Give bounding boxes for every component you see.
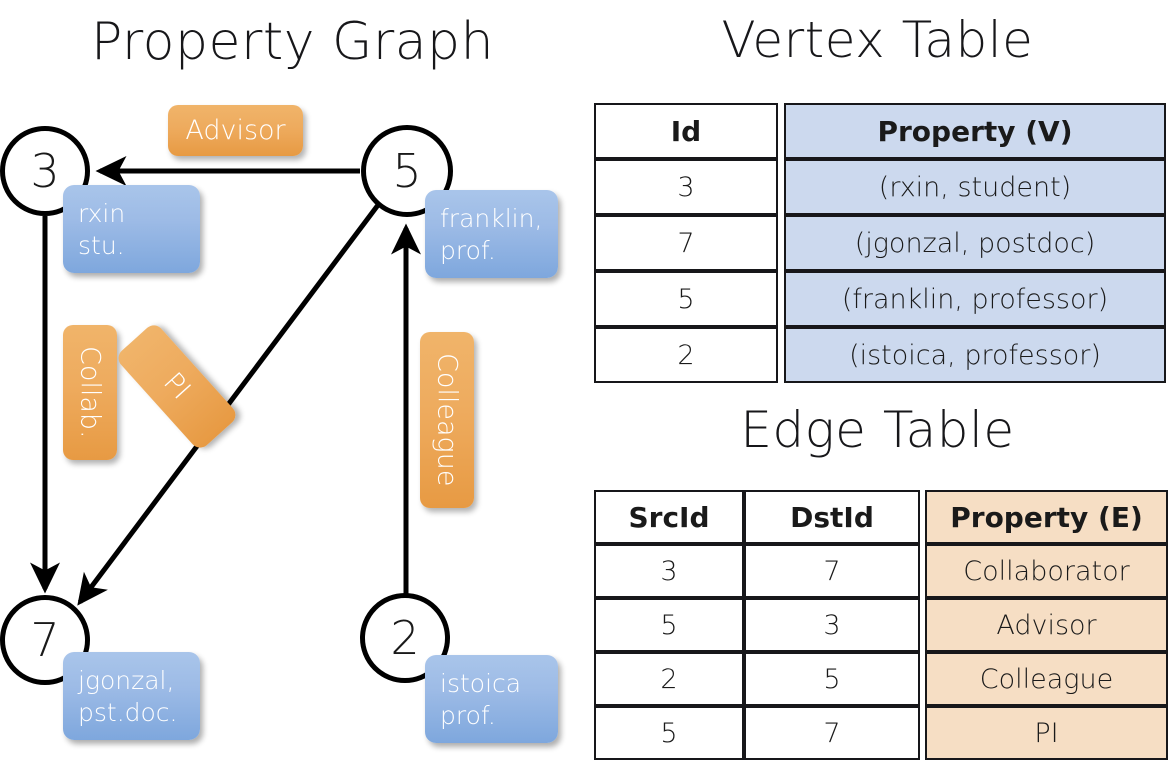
graph-node-3-label: 3: [30, 144, 60, 198]
vertex-table-cell-property: (franklin, professor): [784, 271, 1166, 327]
table-row: 5 (franklin, professor): [594, 271, 1166, 327]
table-row: 2 (istoica, professor): [594, 327, 1166, 383]
table-column-gap: [778, 103, 784, 159]
vertex-table-cell-property: (jgonzal, postdoc): [784, 215, 1166, 271]
graph-node-2[interactable]: 2: [360, 593, 450, 683]
edge-table-cell-property: Collaborator: [925, 544, 1168, 598]
vertex-table: Id Property (V) 3 (rxin, student) 7 (jgo…: [594, 103, 1166, 383]
vertex-table-cell-id: 3: [594, 159, 778, 215]
edge-table-cell-dstid: 5: [744, 652, 920, 706]
vertex-property-box-7: jgonzal, pst.doc.: [63, 652, 200, 740]
edge-table-header-dstid: DstId: [744, 490, 920, 544]
edge-label-collab: Collab.: [63, 325, 117, 460]
table-row: 5 7 PI: [594, 706, 1168, 760]
edge-table-cell-property: PI: [925, 706, 1168, 760]
vertex-table-header-property: Property (V): [784, 103, 1166, 159]
table-header-row: Id Property (V): [594, 103, 1166, 159]
table-row: 5 3 Advisor: [594, 598, 1168, 652]
table-column-gap: [778, 271, 784, 327]
table-row: 3 7 Collaborator: [594, 544, 1168, 598]
vertex-property-box-2: istoica prof.: [425, 655, 558, 743]
vertex-property-box-5: franklin, prof.: [425, 190, 558, 278]
edge-table-cell-property: Advisor: [925, 598, 1168, 652]
vertex-table-cell-id: 7: [594, 215, 778, 271]
edge-table-cell-srcid: 5: [594, 706, 744, 760]
vertex-table-cell-property: (rxin, student): [784, 159, 1166, 215]
vertex-table-header-id: Id: [594, 103, 778, 159]
table-column-gap: [778, 159, 784, 215]
edge-table-header-property: Property (E): [925, 490, 1168, 544]
graph-node-5-label: 5: [392, 144, 422, 198]
table-row: 7 (jgonzal, postdoc): [594, 215, 1166, 271]
table-header-row: SrcId DstId Property (E): [594, 490, 1168, 544]
vertex-table-cell-id: 5: [594, 271, 778, 327]
edge-label-colleague: Colleague: [420, 332, 474, 508]
graph-node-5[interactable]: 5: [361, 125, 453, 217]
edge-table-cell-dstid: 7: [744, 706, 920, 760]
property-graph-diagram: 3 5 7 2 rxin stu. franklin, prof. jgonza…: [0, 105, 558, 743]
graph-node-2-label: 2: [390, 611, 420, 665]
edge-table-cell-srcid: 5: [594, 598, 744, 652]
edge-table-cell-dstid: 7: [744, 544, 920, 598]
table-column-gap: [920, 598, 925, 652]
table-column-gap: [920, 490, 925, 544]
vertex-table-cell-property: (istoica, professor): [784, 327, 1166, 383]
table-column-gap: [920, 652, 925, 706]
edge-table-header-srcid: SrcId: [594, 490, 744, 544]
edge-table-cell-srcid: 2: [594, 652, 744, 706]
vertex-table-cell-id: 2: [594, 327, 778, 383]
page-title-edge-table: Edge Table: [740, 401, 1015, 459]
table-column-gap: [778, 327, 784, 383]
edge-table: SrcId DstId Property (E) 3 7 Collaborato…: [594, 490, 1168, 760]
table-column-gap: [778, 215, 784, 271]
table-column-gap: [920, 544, 925, 598]
table-row: 2 5 Colleague: [594, 652, 1168, 706]
graph-node-7-label: 7: [30, 613, 60, 667]
edge-table-cell-srcid: 3: [594, 544, 744, 598]
table-row: 3 (rxin, student): [594, 159, 1166, 215]
vertex-property-box-3: rxin stu.: [63, 185, 200, 273]
edge-label-advisor: Advisor: [168, 105, 303, 156]
edge-table-cell-dstid: 3: [744, 598, 920, 652]
page-title-property-graph: Property Graph: [90, 12, 495, 72]
edge-table-cell-property: Colleague: [925, 652, 1168, 706]
page-title-vertex-table: Vertex Table: [721, 11, 1034, 69]
table-column-gap: [920, 706, 925, 760]
